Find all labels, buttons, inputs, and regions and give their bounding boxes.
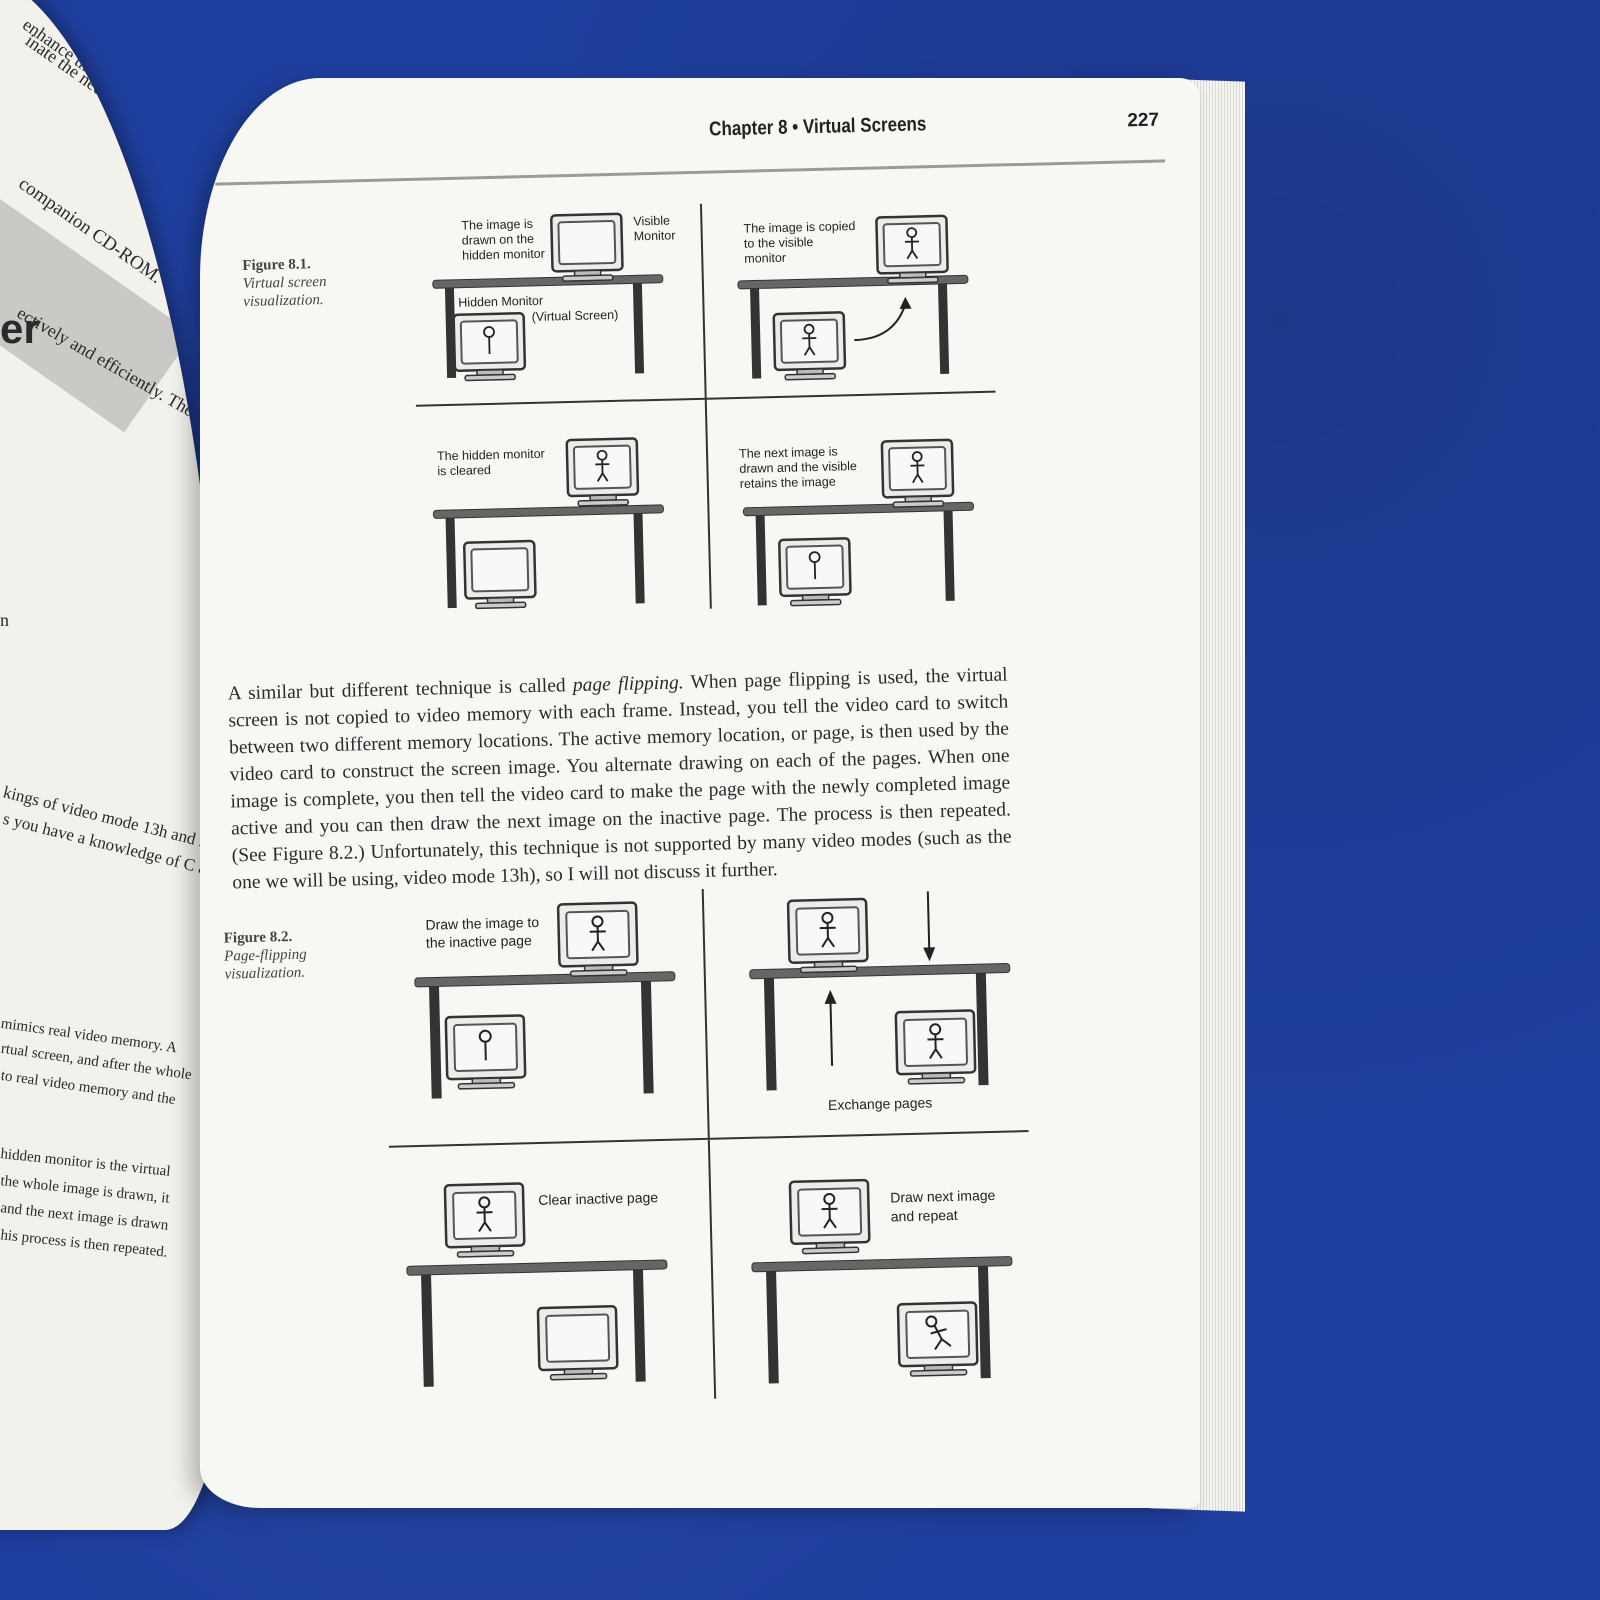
panel-4: Draw next image and repeat xyxy=(751,1178,1016,1385)
chapter-title: Chapter 8 • Virtual Screens xyxy=(708,113,927,141)
panel-3: The hidden monitor is cleared xyxy=(432,437,667,610)
figure-8-1-caption: Figure 8.1. Virtual screen visualization… xyxy=(242,256,343,311)
panel-4: The next image is drawn and the visible … xyxy=(739,438,977,608)
panel-2-label: The image is copied to the visible monit… xyxy=(743,219,859,266)
running-header: Chapter 8 • Virtual Screens 227 xyxy=(689,108,1160,159)
panel-4-label: Draw next image and repeat xyxy=(890,1187,1000,1225)
figure-8-1: The image is drawn on the hidden monitor… xyxy=(411,197,1001,621)
panel-1: Draw the image to the inactive page xyxy=(414,901,679,1100)
figure-divider-vertical xyxy=(699,203,712,609)
left-page: enhance the quality of your game and ina… xyxy=(0,0,225,1530)
page-content: Chapter 8 • Virtual Screens 227 Figure 8… xyxy=(200,78,1200,1508)
page-number: 227 xyxy=(1127,109,1160,132)
figure-8-2-caption: Figure 8.2. Page-flipping visualization. xyxy=(224,928,325,983)
panel-3: Clear inactive page xyxy=(406,1182,671,1388)
panel-2-label: Exchange pages xyxy=(828,1094,933,1113)
panel-3-label: Clear inactive page xyxy=(538,1189,658,1208)
term-page-flipping: page flipping. xyxy=(572,672,684,697)
panel-3-label: The hidden monitor is cleared xyxy=(437,447,549,479)
figure-divider-horizontal xyxy=(388,1130,1029,1148)
visible-monitor-label: Visible Monitor xyxy=(633,213,675,243)
panel-1: The image is drawn on the hidden monitor… xyxy=(432,212,676,383)
panel-4-label: The next image is drawn and the visible … xyxy=(739,444,861,491)
body-paragraph: A similar but different technique is cal… xyxy=(227,661,1012,896)
figure-description: Virtual screen visualization. xyxy=(242,273,327,310)
figure-description: Page-flipping visualization. xyxy=(224,946,307,983)
body-text-start: A similar but different technique is cal… xyxy=(227,675,574,705)
left-page-text: n xyxy=(0,610,9,630)
panel-1-label: The image is drawn on the hidden monitor xyxy=(461,217,545,263)
left-page-text: his process is then repeated. xyxy=(0,1227,169,1261)
right-page: Chapter 8 • Virtual Screens 227 Figure 8… xyxy=(200,78,1200,1508)
header-rule xyxy=(215,159,1166,186)
figure-divider-vertical xyxy=(701,888,717,1399)
figure-8-2: Draw the image to the inactive page Exch xyxy=(383,881,1035,1406)
virtual-screen-label: (Virtual Screen) xyxy=(532,308,619,324)
panel-1-label: Draw the image to the inactive page xyxy=(425,914,543,951)
panel-2: Exchange pages xyxy=(749,891,1014,1113)
left-page-text: er xyxy=(0,305,40,352)
figure-divider-horizontal xyxy=(415,390,996,407)
panel-2: The image is copied to the visible monit… xyxy=(737,214,971,382)
hidden-monitor-label: Hidden Monitor xyxy=(458,294,543,310)
